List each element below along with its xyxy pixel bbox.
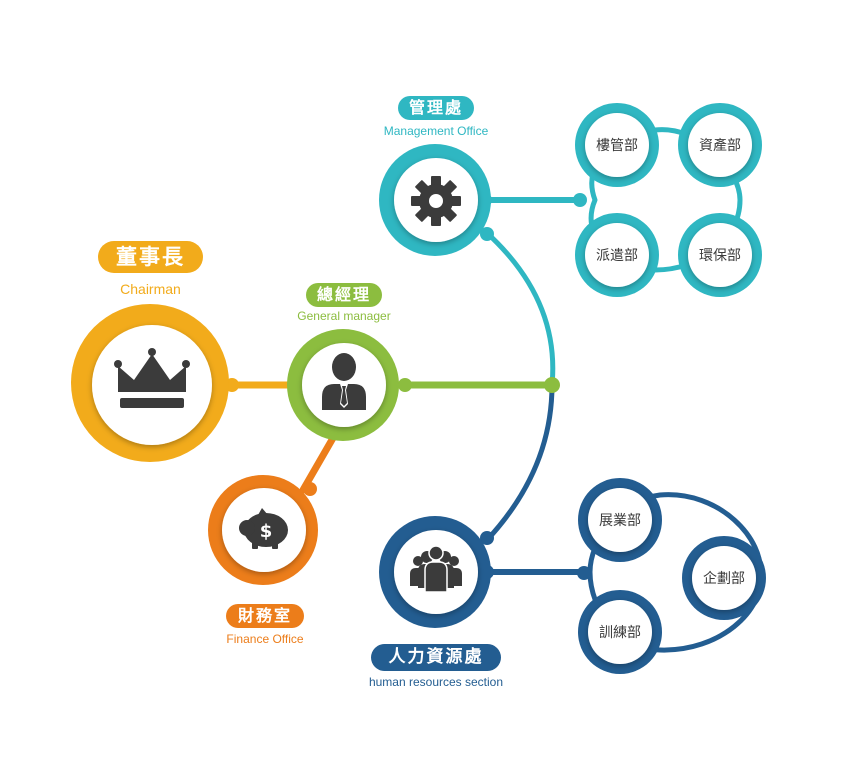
management-departments [575,103,762,297]
group-icon [410,545,462,593]
chairman-subtitle: Chairman [120,281,181,297]
management-office-subtitle: Management Office [383,124,489,138]
svg-text:$: $ [260,521,273,542]
dept-label-business: 展業部 [599,513,641,529]
arc-junction-dot [544,377,560,393]
dept-circle-dispatch [575,213,659,297]
gear-icon [411,176,461,226]
finance-office-subtitle: Finance Office [226,632,304,646]
dept-label-training: 訓練部 [599,625,641,641]
finance-office-title: 財務室 [226,604,304,628]
general-manager-subtitle: General manager [297,309,391,323]
finance-junction-dot [303,482,317,496]
management-office-title: 管理處 [398,96,474,120]
gm-finance-connector [299,434,337,494]
mgmt-arc-dot [480,227,494,241]
mgmt-dept-dot [573,193,587,207]
dept-circle-environment [678,213,762,297]
hr-dept-dot [577,566,591,580]
dept-label-planning: 企劃部 [703,570,745,587]
dept-label-environment: 環保部 [699,248,741,264]
management-office-node [379,144,491,256]
arc-upper-connector [484,230,556,388]
chairman-title: 董事長 [98,241,203,273]
dept-circle-assets [678,103,762,187]
general-manager-title: 總經理 [306,283,382,307]
person-icon [322,353,366,410]
hr-section-node [379,516,491,628]
dept-circle-business [578,478,662,562]
dept-circle-training [578,590,662,674]
gm-junction-dot [398,378,412,392]
hr-departments [578,478,766,674]
chairman-node [71,304,229,462]
hr-section-title: 人力資源處 [371,644,501,671]
hr-arc-dot [480,531,494,545]
hr-section-subtitle: human resources section [368,675,504,689]
dept-circle-planning [682,536,766,620]
dept-label-dispatch: 派遣部 [596,248,638,264]
dept-label-assets: 資產部 [699,137,741,154]
general-manager-node [287,329,399,441]
dept-circle-management [575,103,659,187]
arc-lower-connector [484,382,555,543]
crown-icon [114,348,190,408]
dept-label-management: 樓管部 [596,138,638,154]
department-labels: 樓管部 資產部 派遣部 環保部 展業部 企劃部 訓練部 [596,137,745,641]
piggy-bank-icon: $ [239,508,288,549]
finance-office-node: $ [208,475,318,585]
